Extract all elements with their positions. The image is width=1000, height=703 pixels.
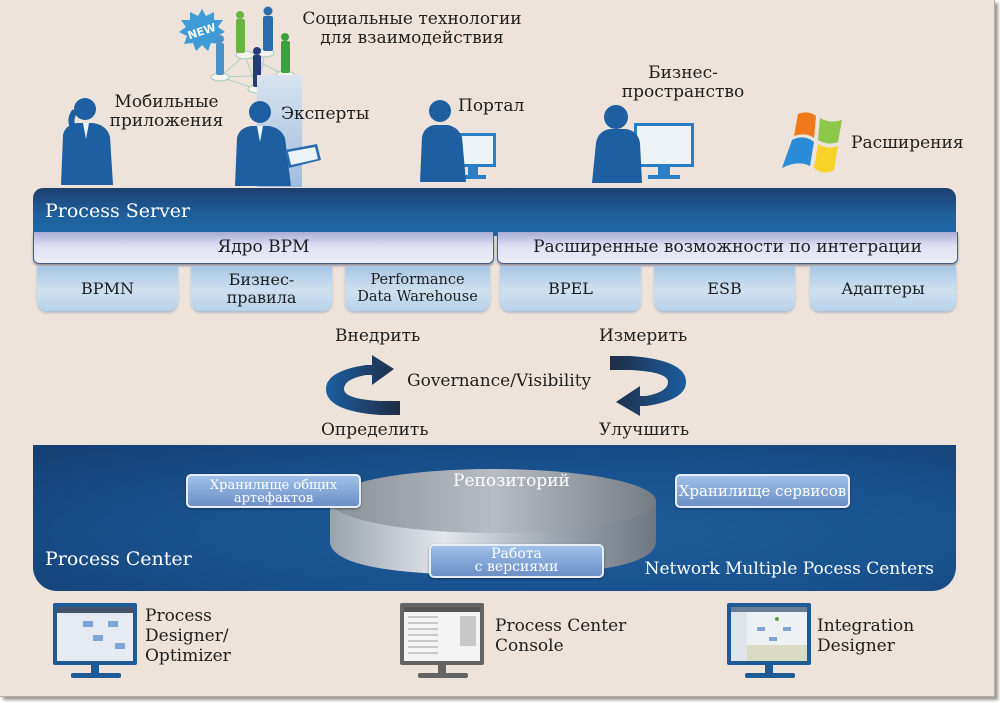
process-center-panel: Репозиторий Хранилище общих артефактов Х… — [33, 445, 956, 591]
improve-label: Улучшить — [599, 420, 690, 440]
process-designer-monitor-icon — [53, 603, 139, 683]
measure-label: Измерить — [599, 326, 688, 346]
right-cycle-arrow-icon — [610, 352, 690, 427]
mobile-user-icon — [55, 95, 117, 185]
integration-designer-label: Integration Designer — [817, 616, 914, 656]
process-center-console-label: Process Center Console — [495, 616, 626, 656]
tile-adapters: Адаптеры — [810, 266, 956, 311]
tile-business-rules: Бизнес- правила — [191, 266, 332, 311]
process-designer-label: Process Designer/ Optimizer — [145, 606, 231, 666]
tile-performance-dw: Performance Data Warehouse — [345, 266, 490, 311]
shared-artifacts-store: Хранилище общих артефактов — [186, 474, 361, 508]
social-tech-line1: Социальные технологии — [302, 9, 522, 29]
tile-esb-label: ESB — [707, 278, 742, 298]
portal-label: Портал — [458, 96, 525, 116]
define-label: Определить — [321, 420, 429, 440]
social-network-icon — [205, 5, 305, 95]
portal-user-icon — [420, 97, 500, 182]
integration-designer-line2: Designer — [817, 636, 895, 656]
integration-designer-monitor-icon — [727, 603, 813, 683]
tile-bpel-label: BPEL — [548, 278, 593, 298]
tile-performance-dw-line1: Performance — [370, 271, 465, 288]
process-server-panel: Process Server Ядро BPM Расширенные возм… — [33, 188, 958, 311]
tile-bpmn-label: BPMN — [81, 278, 134, 298]
process-center-console-line1: Process Center — [495, 616, 627, 636]
tile-bpel: BPEL — [500, 266, 641, 311]
process-server-header: Process Server — [33, 188, 956, 236]
business-space-label: Бизнес- пространство — [618, 64, 748, 102]
versioning-box: Работа с версиями — [429, 544, 604, 578]
process-center-console-monitor-icon — [400, 603, 486, 683]
business-space-line2: пространство — [621, 82, 745, 102]
tile-adapters-label: Адаптеры — [841, 278, 925, 298]
business-space-user-icon — [592, 103, 697, 183]
process-server-title: Process Server — [45, 200, 191, 222]
tile-esb: ESB — [654, 266, 795, 311]
extensions-logo-icon — [780, 110, 850, 178]
social-tech-label: Социальные технологии для взаимодействия — [297, 10, 527, 48]
repository-label: Репозиторий — [453, 471, 570, 491]
tile-business-rules-line2: правила — [226, 287, 297, 307]
process-designer-line2: Designer/ — [145, 626, 229, 646]
shared-artifacts-line2: артефактов — [233, 491, 314, 506]
process-center-console-line2: Console — [495, 636, 564, 656]
versioning-line1: Работа — [491, 546, 542, 562]
governance-visibility-label: Governance/Visibility — [407, 371, 592, 391]
process-center-title: Process Center — [45, 548, 192, 570]
process-designer-line3: Optimizer — [145, 646, 231, 666]
versioning-line2: с версиями — [474, 559, 559, 575]
bpm-core-bar: Ядро BPM — [33, 232, 494, 264]
integration-designer-line1: Integration — [817, 616, 915, 636]
experts-label: Эксперты — [281, 104, 370, 124]
tile-business-rules-line1: Бизнес- — [228, 269, 295, 289]
mobile-apps-label: Мобильные приложения — [104, 93, 229, 131]
network-centers-label: Network Multiple Pocess Centers — [644, 559, 934, 579]
left-cycle-arrow-icon — [322, 345, 402, 420]
expert-user-icon — [233, 98, 323, 186]
extensions-label: Расширения — [851, 133, 964, 153]
shared-artifacts-line1: Хранилище общих — [209, 478, 338, 493]
integration-bar: Расширенные возможности по интеграции — [497, 232, 958, 264]
process-designer-line1: Process — [145, 606, 212, 626]
new-badge-icon: NEW — [178, 8, 226, 52]
social-tech-line2: для взаимодействия — [320, 28, 504, 48]
tile-performance-dw-line2: Data Warehouse — [357, 288, 478, 305]
business-space-line1: Бизнес- — [648, 63, 718, 83]
deploy-label: Внедрить — [335, 326, 421, 346]
mobile-apps-line1: Мобильные — [114, 92, 219, 112]
services-store: Хранилище сервисов — [675, 474, 850, 508]
mobile-apps-line2: приложения — [109, 111, 224, 131]
tile-bpmn: BPMN — [37, 266, 178, 311]
